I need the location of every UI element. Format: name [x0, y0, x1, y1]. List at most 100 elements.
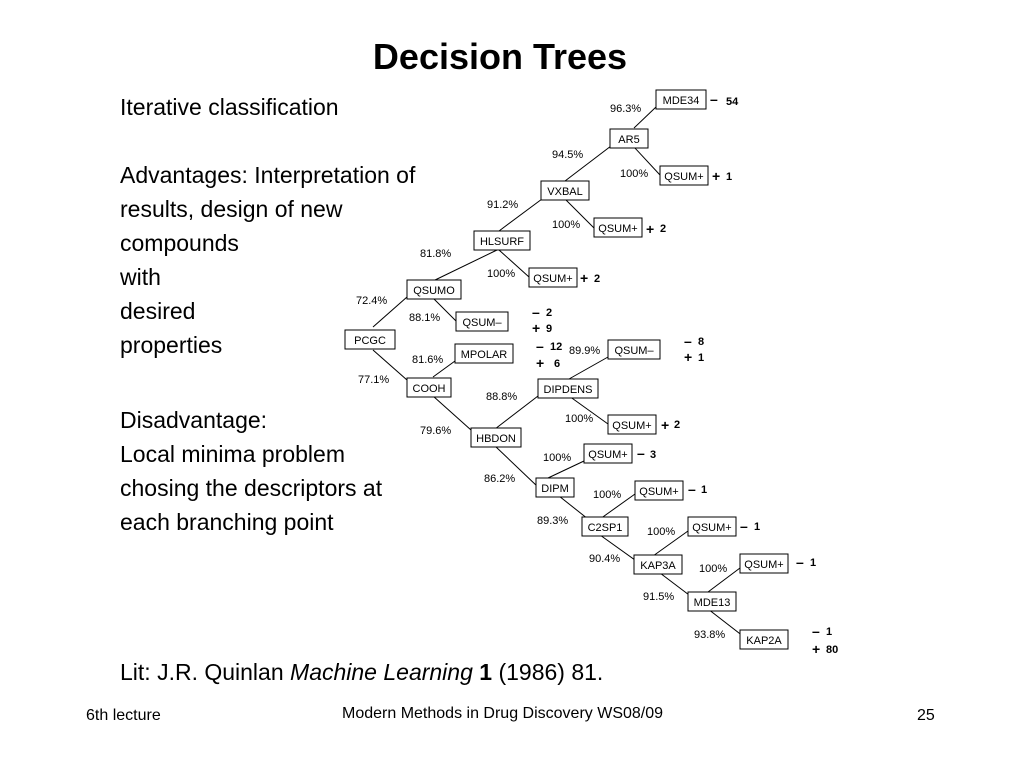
literature-reference: Lit: J.R. Quinlan Machine Learning 1 (19… — [120, 659, 603, 686]
tree-node-qsumplus-dipm: QSUM+ — [634, 480, 684, 501]
svg-text:MDE34: MDE34 — [663, 95, 700, 107]
pct-label: 77.1% — [358, 374, 389, 386]
svg-text:QSUM+: QSUM+ — [533, 273, 572, 285]
svg-text:MPOLAR: MPOLAR — [461, 349, 508, 361]
svg-text:QSUM+: QSUM+ — [598, 223, 637, 235]
tree-edge — [494, 395, 539, 430]
tree-nodes: PCGC QSUMO HLSURF VXBAL AR5 MDE34 QSUM+ … — [344, 89, 789, 650]
outcome-sign: – — [796, 554, 804, 570]
svg-text:QSUM+: QSUM+ — [612, 420, 651, 432]
tree-node-hlsurf: HLSURF — [473, 230, 531, 251]
tree-node-c2sp1: C2SP1 — [581, 516, 629, 537]
outcome-sign: + — [712, 168, 720, 184]
tree-outcomes: – 54 + 1 + 2 + 2 – 2 + 9 – 12 + 6 – 8 + … — [532, 91, 838, 657]
pct-label: 100% — [620, 168, 648, 180]
pct-label: 100% — [543, 452, 571, 464]
tree-edge — [372, 349, 408, 381]
tree-node-kap2a: KAP2A — [739, 629, 789, 650]
svg-text:QSUM+: QSUM+ — [744, 559, 783, 571]
svg-text:QSUM+: QSUM+ — [639, 486, 678, 498]
svg-text:QSUM+: QSUM+ — [692, 522, 731, 534]
pct-label: 96.3% — [610, 103, 641, 115]
pct-label: 89.3% — [537, 515, 568, 527]
outcome-count: 2 — [674, 419, 680, 431]
outcome-sign: + — [646, 221, 654, 237]
svg-text:QSUM–: QSUM– — [614, 345, 654, 357]
outcome-count: 3 — [650, 449, 656, 461]
text-line: compounds — [120, 230, 239, 256]
svg-text:MDE13: MDE13 — [694, 597, 731, 609]
outcome-sign: – — [812, 623, 820, 639]
tree-node-kap3a: KAP3A — [633, 554, 683, 575]
footer-page-number: 25 — [917, 707, 935, 724]
outcome-count: 54 — [726, 96, 739, 108]
outcome-sign: + — [812, 641, 820, 657]
svg-text:VXBAL: VXBAL — [547, 186, 582, 198]
tree-node-qsumplus-ar5: QSUM+ — [659, 165, 709, 186]
tree-edge — [568, 356, 609, 380]
lit-journal: Machine Learning — [290, 659, 473, 685]
tree-node-pcgc: PCGC — [344, 329, 396, 350]
outcome-count: 2 — [594, 273, 600, 285]
pct-label: 100% — [593, 489, 621, 501]
svg-text:COOH: COOH — [413, 383, 446, 395]
outcome-sign: – — [710, 91, 718, 107]
text-line: each branching point — [120, 509, 334, 535]
svg-text:QSUM+: QSUM+ — [588, 449, 627, 461]
svg-text:HBDON: HBDON — [476, 433, 516, 445]
pct-label: 94.5% — [552, 149, 583, 161]
slide-title: Decision Trees — [372, 36, 628, 77]
tree-edge — [652, 530, 689, 557]
pct-label: 93.8% — [694, 629, 725, 641]
tree-edge — [432, 297, 457, 322]
text-line: properties — [120, 332, 223, 358]
outcome-sign: – — [532, 304, 540, 320]
tree-node-qsumplus-kap3a: QSUM+ — [739, 553, 789, 574]
svg-text:KAP2A: KAP2A — [746, 635, 782, 647]
tree-node-mpolar: MPOLAR — [454, 343, 514, 364]
outcome-count: 2 — [546, 307, 552, 319]
tree-node-mde13: MDE13 — [687, 591, 737, 612]
text-line: Advantages: Interpretation of — [120, 162, 416, 188]
pct-label: 79.6% — [420, 425, 451, 437]
pct-label: 91.2% — [487, 199, 518, 211]
outcome-sign: – — [688, 481, 696, 497]
pct-label: 86.2% — [484, 473, 515, 485]
tree-node-cooh: COOH — [406, 377, 452, 398]
outcome-count: 1 — [826, 626, 832, 638]
outcome-sign: + — [580, 270, 588, 286]
tree-edge — [432, 395, 472, 431]
tree-node-vxbal: VXBAL — [540, 180, 590, 201]
pct-label: 90.4% — [589, 553, 620, 565]
tree-edge — [707, 567, 741, 593]
tree-node-qsumplus-hbdon: QSUM+ — [583, 443, 633, 464]
svg-text:DIPDENS: DIPDENS — [544, 384, 593, 396]
tree-edge — [432, 249, 498, 282]
text-line: desired — [120, 298, 196, 324]
tree-node-qsumo: QSUMO — [406, 279, 462, 300]
svg-text:QSUMO: QSUMO — [413, 285, 455, 297]
outcome-count: 12 — [550, 341, 562, 353]
outcome-count: 80 — [826, 644, 838, 656]
pct-label: 89.9% — [569, 345, 600, 357]
outcome-sign: – — [684, 333, 692, 349]
text-line: chosing the descriptors at — [120, 475, 383, 501]
pct-label: 100% — [699, 563, 727, 575]
tree-edge — [558, 495, 589, 520]
text-line: results, design of new — [120, 196, 343, 222]
lit-suffix: (1986) 81. — [492, 659, 604, 685]
pct-label: 72.4% — [356, 295, 387, 307]
text-line: with — [120, 264, 161, 290]
tree-node-dipm: DIPM — [535, 477, 575, 498]
tree-edge — [568, 395, 609, 425]
tree-edge — [432, 360, 456, 378]
lit-prefix: Lit: J.R. Quinlan — [120, 659, 291, 685]
outcome-sign: + — [684, 349, 692, 365]
pct-label: 88.8% — [486, 391, 517, 403]
pct-label: 100% — [552, 219, 580, 231]
outcome-count: 8 — [698, 336, 704, 348]
outcome-sign: – — [740, 518, 748, 534]
pct-label: 91.5% — [643, 591, 674, 603]
footer-course: Modern Methods in Drug Discovery WS08/09 — [342, 705, 664, 722]
